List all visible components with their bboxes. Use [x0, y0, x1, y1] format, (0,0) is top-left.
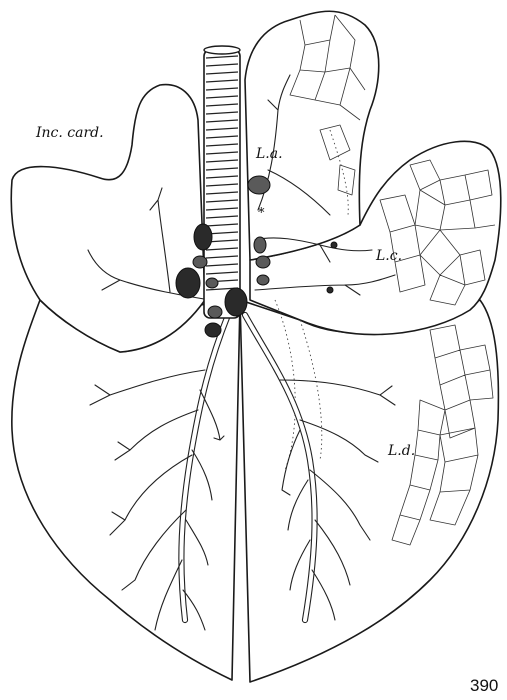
label-lower-lobe: L.d.: [388, 443, 415, 459]
label-cardiac-lobe: Inc. card.: [36, 125, 104, 141]
label-asterisk: *: [258, 206, 265, 221]
right-upper-lobe: [245, 11, 379, 260]
left-lower-lobe: [12, 300, 240, 680]
plate-number: 390: [470, 676, 498, 696]
trachea: [204, 46, 240, 318]
label-upper-lobe: L.a.: [256, 146, 283, 162]
label-middle-lobe: L.c.: [376, 248, 402, 264]
